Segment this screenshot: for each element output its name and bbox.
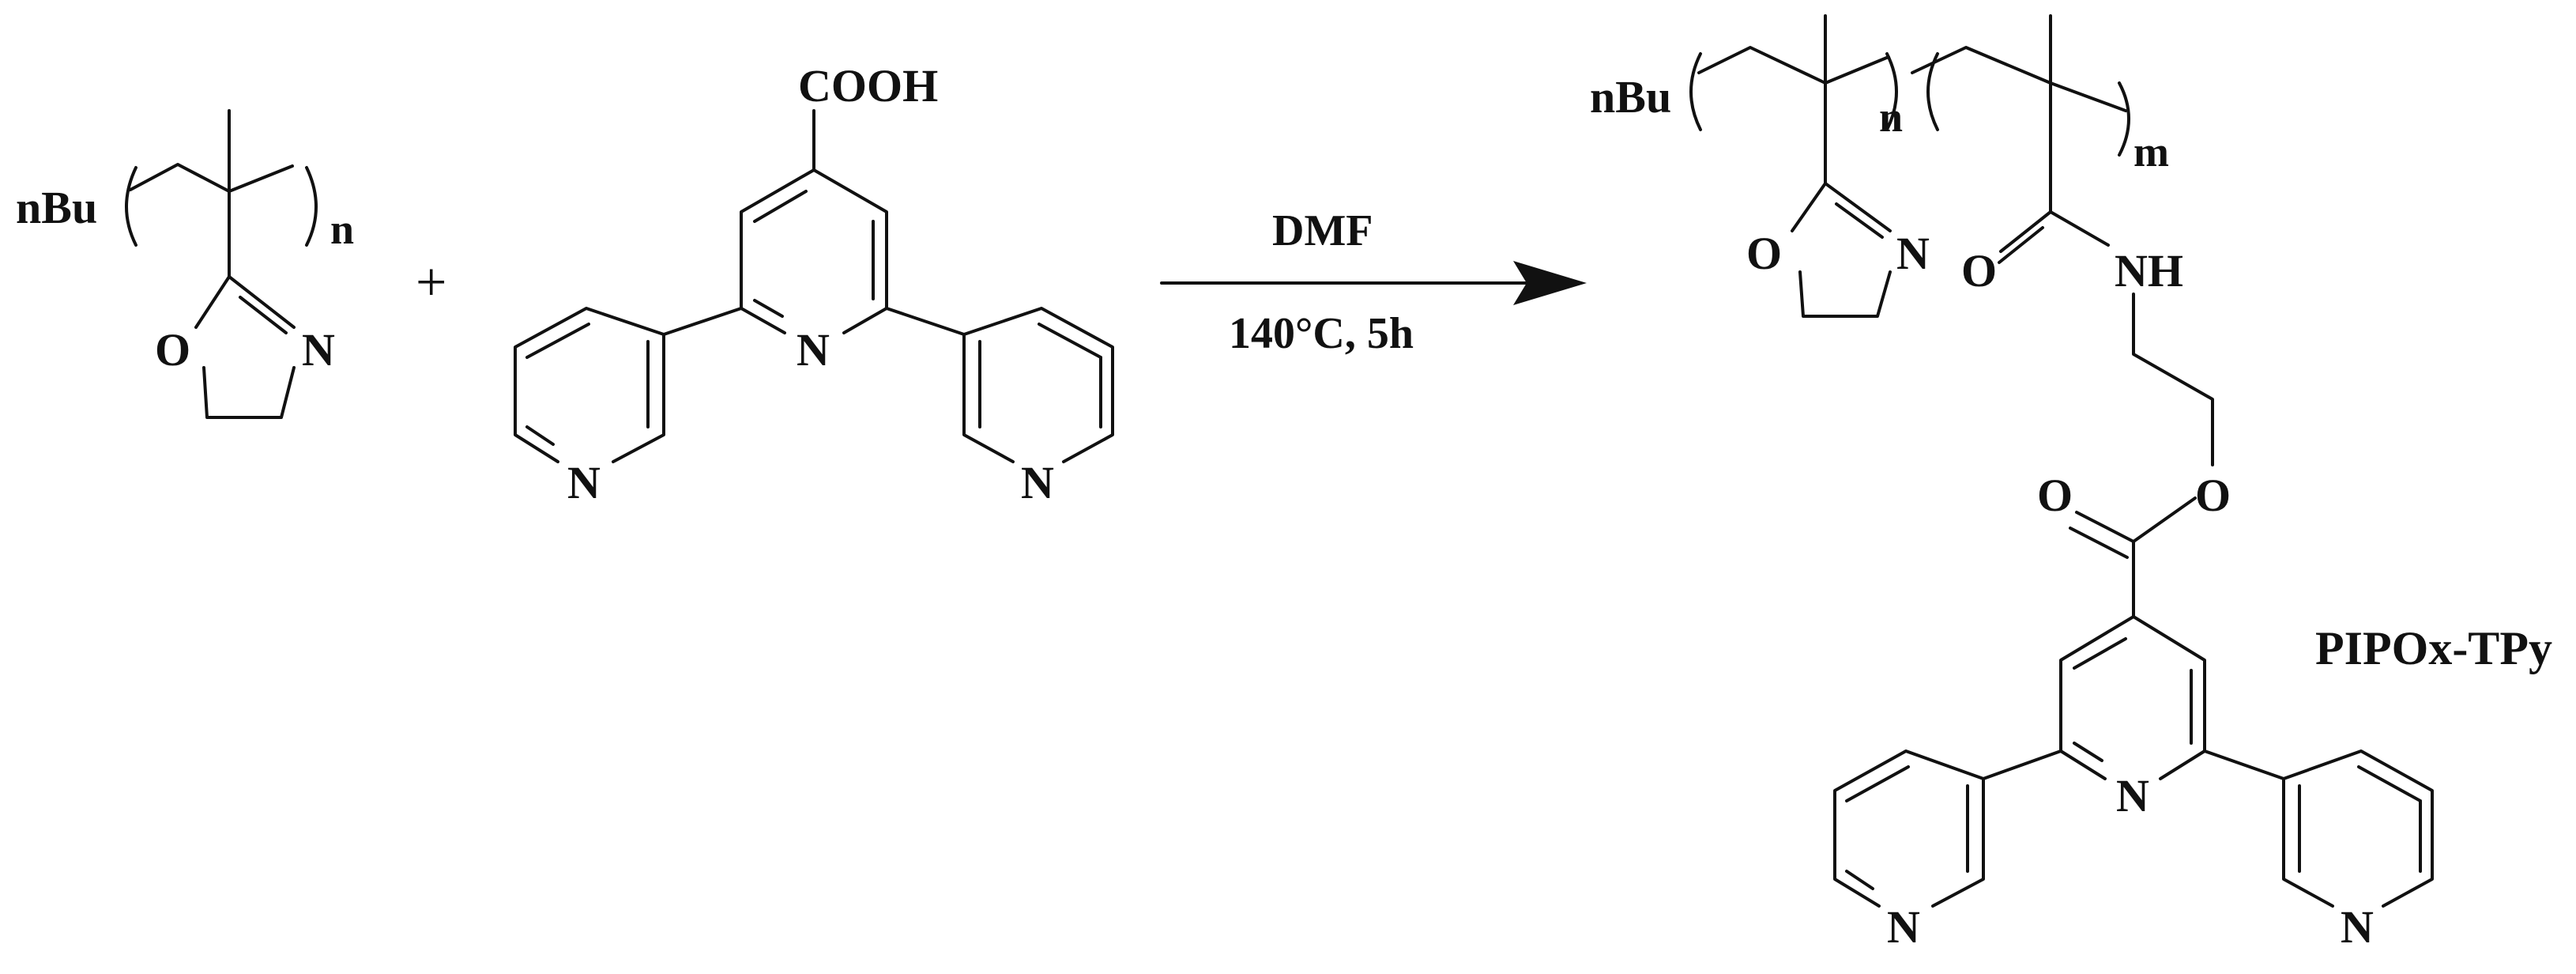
product-bracket-2-right	[2118, 81, 2130, 157]
product-nbu-end-group-label: nBu	[1590, 71, 1671, 123]
product-backbone-n-bonds	[1697, 14, 1890, 185]
product-backbone-m-bonds	[1911, 14, 2127, 213]
right-pyridine-nitrogen-label: N	[1021, 457, 1054, 508]
product-bracket-1-right	[1885, 52, 1898, 131]
product-right-pyridine-bonds	[2282, 749, 2434, 908]
product-right-pyridine-nitrogen-label: N	[2341, 901, 2374, 953]
right-repeat-bracket	[305, 166, 318, 247]
product-left-link-bond	[1982, 749, 2062, 780]
product-subscript-n: n	[1879, 93, 1903, 141]
product-left-pyridine-nitrogen-label: N	[1887, 901, 1920, 953]
oxazoline-nitrogen-label: N	[302, 324, 335, 376]
right-link-bond	[885, 307, 966, 336]
left-pyridine-bonds	[514, 307, 665, 463]
product-name-label: PIPOx-TPy	[2315, 622, 2552, 674]
product-left-pyridine-bonds	[1833, 749, 1985, 908]
polymer-backbone-bonds	[129, 109, 294, 278]
nbu-end-group-label: nBu	[16, 182, 97, 233]
left-link-bond	[662, 307, 743, 336]
repeat-subscript-n: n	[330, 206, 354, 253]
product-bracket-1-left	[1689, 52, 1702, 131]
oxazoline-ring-bonds	[194, 275, 296, 419]
plus-sign: +	[416, 252, 446, 313]
right-pyridine-bonds	[962, 307, 1114, 463]
reactant-terpyridine-acid: COOH N N N	[514, 60, 1114, 508]
left-repeat-bracket	[125, 166, 137, 247]
central-pyridine-bonds	[740, 109, 888, 334]
central-pyridine-nitrogen-label: N	[797, 324, 830, 376]
product-oxazoline-nitrogen-label: N	[1896, 228, 1930, 279]
product-subscript-m: m	[2133, 128, 2169, 176]
oxazoline-oxygen-label: O	[155, 324, 190, 376]
product-oxazoline-ring-bonds	[1791, 182, 1892, 318]
cooh-group-label: COOH	[798, 60, 938, 111]
reaction-arrow-head	[1513, 261, 1587, 305]
product-right-link-bond	[2203, 749, 2285, 780]
product-pipox-tpy: nBu n m O N O NH O O N N N PIPOx	[1590, 14, 2552, 953]
product-oxazoline-oxygen-label: O	[1746, 228, 1782, 279]
left-pyridine-nitrogen-label: N	[567, 457, 601, 508]
amide-nh-label: NH	[2115, 245, 2183, 296]
ester-carbonyl-oxygen-label: O	[2037, 470, 2073, 521]
reaction-arrow-group: DMF 140°C, 5h	[1160, 206, 1587, 358]
amide-oxygen-label: O	[1961, 245, 1997, 296]
ester-bonds	[2069, 496, 2197, 618]
product-central-nitrogen-label: N	[2116, 770, 2149, 821]
amide-bonds	[1998, 210, 2110, 264]
ethylene-linker-bonds	[2132, 293, 2214, 466]
product-central-pyridine-bonds	[2059, 615, 2206, 780]
reactant-polymer: nBu n O N	[16, 109, 354, 419]
temperature-time-label: 140°C, 5h	[1229, 309, 1414, 358]
ester-oxygen-label: O	[2195, 470, 2231, 521]
solvent-label: DMF	[1272, 206, 1373, 255]
